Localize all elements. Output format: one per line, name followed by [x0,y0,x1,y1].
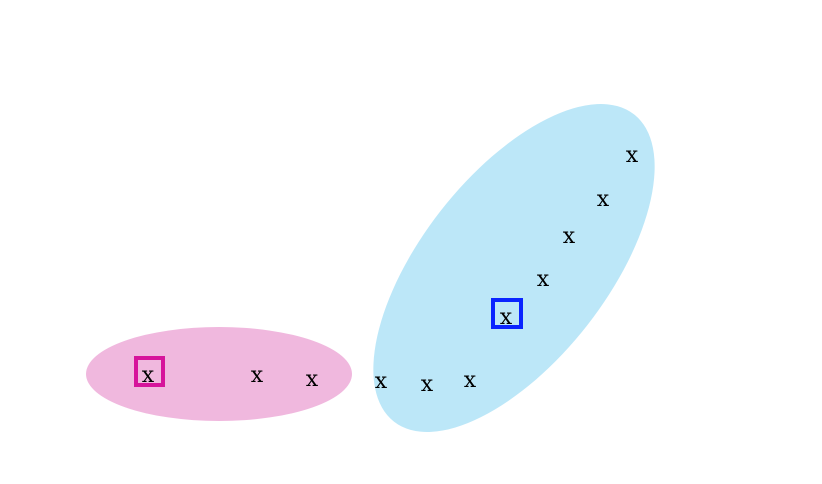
cluster-a-point: x [142,363,155,388]
cluster-b-region [373,104,655,432]
cluster-a-region [86,327,352,421]
cluster-b-point: x [500,305,513,330]
cluster-b-center-marker [491,298,523,329]
cluster-b-point: x [421,372,434,397]
cluster-a-point: x [251,363,264,388]
cluster-b-point: x [537,267,550,292]
cluster-b-point: x [375,369,388,394]
cluster-b-point: x [626,143,639,168]
cluster-a-point: x [306,367,319,392]
cluster-b-point: x [597,187,610,212]
cluster-a-center-marker [134,356,165,387]
cluster-b-point: x [464,368,477,393]
cluster-b-point: x [563,224,576,249]
